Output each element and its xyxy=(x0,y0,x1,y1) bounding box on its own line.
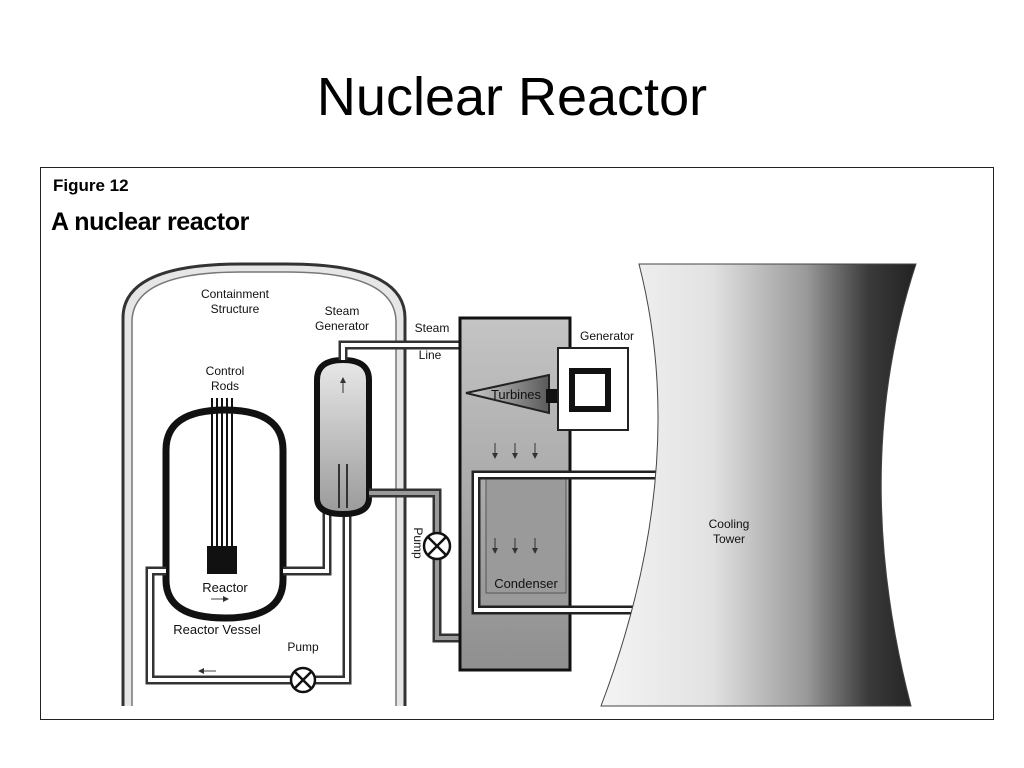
condenser-flow-arrows xyxy=(492,443,538,554)
label-steam-line-1: Steam xyxy=(415,321,450,335)
generator xyxy=(557,347,629,431)
cooling-water-loop xyxy=(471,470,661,615)
label-rods: Rods xyxy=(211,379,239,393)
primary-coolant-loop xyxy=(145,468,352,685)
figure-caption: A nuclear reactor xyxy=(51,208,249,236)
steam-generator xyxy=(314,356,372,518)
control-rods xyxy=(211,398,233,546)
label-condenser: Condenser xyxy=(494,576,558,591)
label-tower: Tower xyxy=(713,532,745,546)
label-control: Control xyxy=(206,364,245,378)
reactor-vessel xyxy=(162,406,287,622)
label-containment: Containment xyxy=(201,287,270,301)
label-generator: Generator xyxy=(580,329,634,343)
label-pump-secondary: Pump xyxy=(411,527,425,559)
label-reactor: Reactor xyxy=(202,580,248,595)
label-steam-line-2: Line xyxy=(419,348,442,362)
label-reactor-vessel: Reactor Vessel xyxy=(173,622,261,637)
figure-number: Figure 12 xyxy=(53,176,129,195)
label-steam: Steam xyxy=(325,304,360,318)
reactor-diagram: Containment Structure Steam Generator St… xyxy=(121,262,917,707)
cooling-tower xyxy=(600,263,917,707)
primary-pump-icon xyxy=(289,666,317,694)
feedwater-line xyxy=(369,488,461,643)
slide-title: Nuclear Reactor xyxy=(316,67,708,127)
figure-frame: Figure 12 A nuclear reactor xyxy=(40,167,994,720)
label-cooling: Cooling xyxy=(709,517,750,531)
label-generator-sg: Generator xyxy=(315,319,369,333)
label-structure: Structure xyxy=(211,302,260,316)
secondary-pump-icon xyxy=(422,531,452,561)
label-pump-primary: Pump xyxy=(287,640,319,654)
reactor-core xyxy=(207,546,237,574)
label-turbines: Turbines xyxy=(491,387,542,402)
